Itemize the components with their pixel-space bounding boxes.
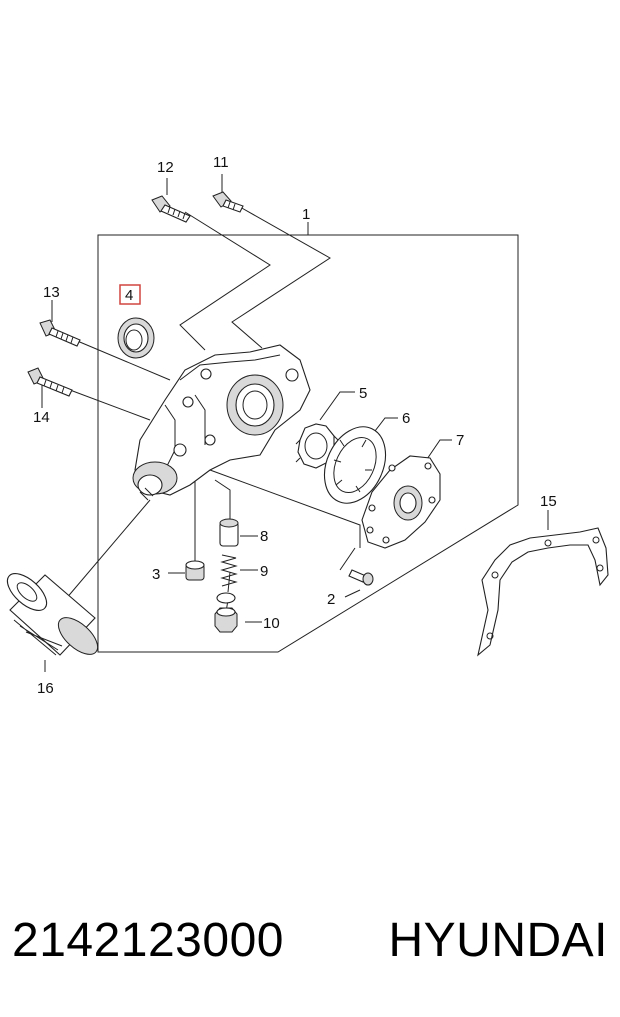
gasket-15: [477, 527, 609, 657]
inner-rotor-5: [295, 423, 339, 469]
callout-15: 15: [540, 493, 557, 510]
callout-13: 13: [43, 284, 60, 301]
plug-3: [185, 560, 205, 581]
callout-16: 16: [37, 680, 54, 697]
bolt-11: [212, 191, 244, 213]
oil-pump-housing: [132, 344, 311, 501]
callout-5: 5: [359, 385, 367, 402]
oil-filter-16: [6, 573, 99, 656]
callout-1: 1: [302, 206, 310, 223]
callout-3: 3: [152, 566, 160, 583]
assembly-outline: [97, 234, 519, 653]
bolt-12: [151, 195, 191, 223]
dashed-leaders: [64, 206, 361, 613]
callout-6: 6: [402, 410, 410, 427]
callout-leaders: [41, 174, 549, 672]
bolt-13: [39, 319, 81, 347]
callout-2: 2: [327, 591, 335, 608]
outer-rotor-6: [323, 426, 387, 504]
brand-name: HYUNDAI: [388, 913, 608, 967]
callout-9: 9: [260, 563, 268, 580]
relief-spring-9: [220, 554, 238, 587]
callout-14: 14: [33, 409, 50, 426]
callout-4-highlight: [119, 284, 141, 305]
oil-seal-4: [117, 317, 155, 359]
plug-bolt-10: [214, 592, 238, 633]
callout-7: 7: [456, 432, 464, 449]
part-footer: 2142123000 HYUNDAI: [12, 905, 608, 975]
relief-plunger-8: [219, 518, 239, 547]
callout-10: 10: [263, 615, 280, 632]
callout-8: 8: [260, 528, 268, 545]
callout-12: 12: [157, 159, 174, 176]
pump-cover-7: [361, 455, 441, 549]
callout-11: 11: [213, 154, 229, 171]
bolt-14: [27, 367, 73, 397]
callout-4: 4: [125, 287, 133, 304]
part-number: 2142123000: [12, 913, 284, 967]
screw-2: [348, 569, 374, 586]
